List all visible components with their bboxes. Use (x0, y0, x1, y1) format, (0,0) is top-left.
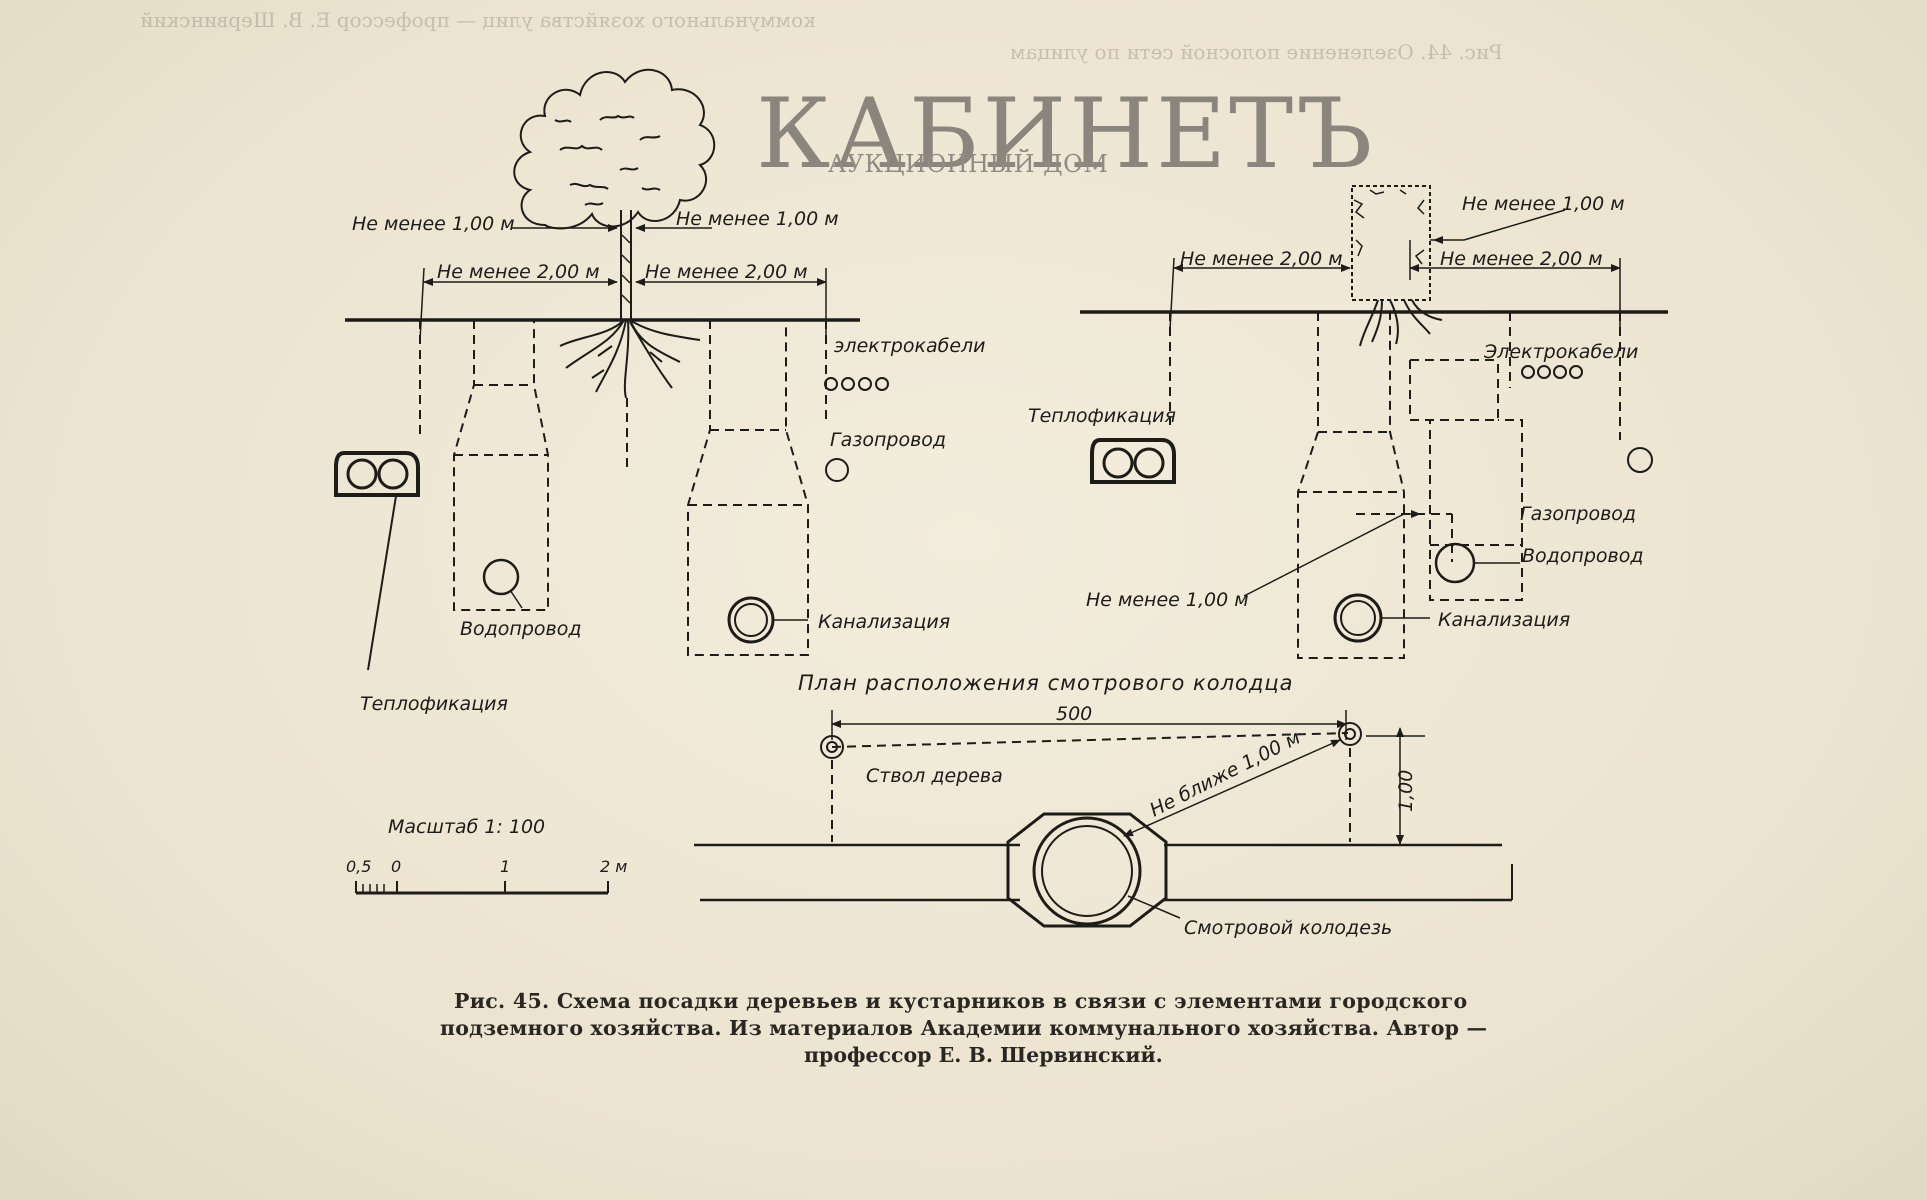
tree-trunk-plan-left (820, 735, 844, 759)
figure-caption: Рис. 45. Схема посадки деревьев и кустар… (440, 988, 1600, 1069)
label-plan-title: План расположения смотрового колодца (798, 671, 1294, 695)
label-plan-manhole: Смотровой колодезь (1184, 917, 1392, 939)
label-right-dim-left: Не менее 2,00 м (1180, 248, 1343, 270)
right-gas-pipe (1627, 447, 1653, 473)
label-scale-title: Масштаб 1: 100 (388, 816, 545, 838)
watermark-subtitle: АУКЦИОННЫЙ ДОМ (828, 150, 1109, 178)
label-right-water-pipe: Водопровод (1522, 545, 1644, 567)
water-pipe (482, 558, 520, 596)
sewer-trench-outline (687, 320, 809, 656)
label-left-water-pipe: Водопровод (460, 618, 582, 640)
scale-bar (355, 881, 609, 895)
label-scale-tick-0: 0 (391, 857, 401, 876)
label-right-dim-top: Не менее 1,00 м (1462, 193, 1625, 215)
right-water-pipe (1434, 542, 1476, 584)
label-left-sewer: Канализация (818, 611, 950, 633)
electric-cables (824, 377, 889, 391)
left-cross-section (334, 68, 889, 671)
manhole-plan (694, 710, 1513, 928)
label-plan-not-closer: Не ближе 1,00 м (1146, 727, 1304, 822)
label-left-outer-dim-left: Не менее 2,00 м (437, 261, 600, 283)
label-plan-trunk: Ствол дерева (866, 765, 1003, 787)
right-sewer-trench (1297, 312, 1405, 659)
label-left-outer-dim-right: Не менее 2,00 м (645, 261, 808, 283)
label-left-electrocables: электрокабели (834, 335, 986, 357)
water-trench-outline (453, 320, 549, 611)
right-water-trench (1356, 359, 1523, 601)
shrub-block (1351, 185, 1431, 301)
label-scale-tick-0-5: 0,5 (346, 857, 371, 876)
label-right-heating: Теплофикация (1028, 405, 1176, 427)
caption-line-3: профессор Е. В. Шервинский. (804, 1043, 1163, 1067)
label-plan-100: 1,00 (1395, 770, 1417, 812)
label-right-sewer: Канализация (1438, 609, 1570, 631)
manhole-outline (1006, 812, 1168, 928)
right-heating-duct (1090, 438, 1176, 484)
label-scale-tick-1: 1 (500, 857, 510, 876)
label-right-gas-pipe: Газопровод (1520, 503, 1636, 525)
heating-duct (334, 451, 420, 671)
manhole-ring (1032, 816, 1142, 926)
label-scale-tick-2: 2 м (600, 857, 627, 876)
caption-line-2: подземного хозяйства. Из материалов Акад… (440, 1016, 1488, 1040)
tree-roots (559, 319, 701, 399)
label-plan-500: 500 (1056, 703, 1092, 725)
watermark-logo: КАБИНЕТЪ (756, 78, 1376, 190)
label-right-min-distance: Не менее 1,00 м (1086, 589, 1249, 611)
label-left-heating: Теплофикация (360, 693, 508, 715)
tree-crown (513, 68, 716, 230)
label-left-tree-dim-left: Не менее 1,00 м (352, 213, 515, 235)
label-left-gas-pipe: Газопровод (830, 429, 946, 451)
label-left-tree-dim-right: Не менее 1,00 м (676, 208, 839, 230)
right-cross-section (1080, 185, 1668, 659)
gas-pipe (825, 458, 849, 482)
right-electric-cables (1521, 365, 1583, 379)
label-right-electrocables: Электрокабели (1483, 341, 1638, 363)
tree-trunk-plan-right (1338, 722, 1362, 746)
label-right-dim-right: Не менее 2,00 м (1440, 248, 1603, 270)
shrub-roots (1359, 299, 1443, 347)
caption-line-1: Рис. 45. Схема посадки деревьев и кустар… (454, 989, 1468, 1013)
